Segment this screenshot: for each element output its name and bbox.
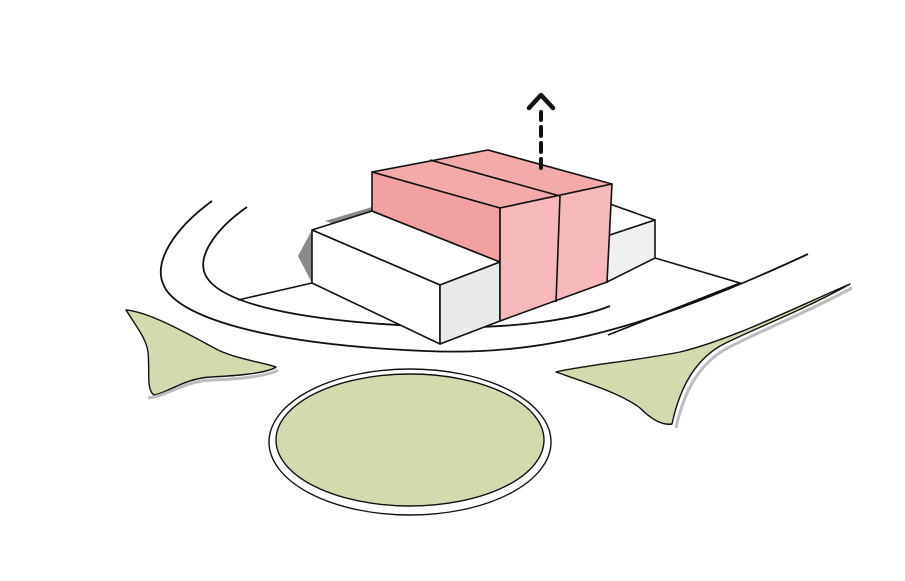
base-volume-shadow xyxy=(298,230,312,283)
highlight-volume-side xyxy=(499,183,613,322)
road-inner-line xyxy=(202,206,611,329)
green-space-left-edge xyxy=(147,368,279,400)
highlight-volume xyxy=(371,149,613,322)
green-spaces xyxy=(125,283,853,516)
green-space-right-edge xyxy=(674,286,853,429)
highlight-volume-divider-top xyxy=(429,159,561,197)
green-space-right xyxy=(555,283,851,425)
green-space-left xyxy=(125,309,277,396)
arrow-up-icon xyxy=(526,92,556,111)
road-curve xyxy=(159,200,809,353)
green-space-oval xyxy=(275,373,545,507)
highlight-volume-divider-side xyxy=(555,195,561,303)
road-outer-line xyxy=(159,200,809,353)
base-volume xyxy=(298,202,656,345)
base-volume-shadow-back xyxy=(325,207,372,226)
vertical-arrow xyxy=(526,92,556,170)
